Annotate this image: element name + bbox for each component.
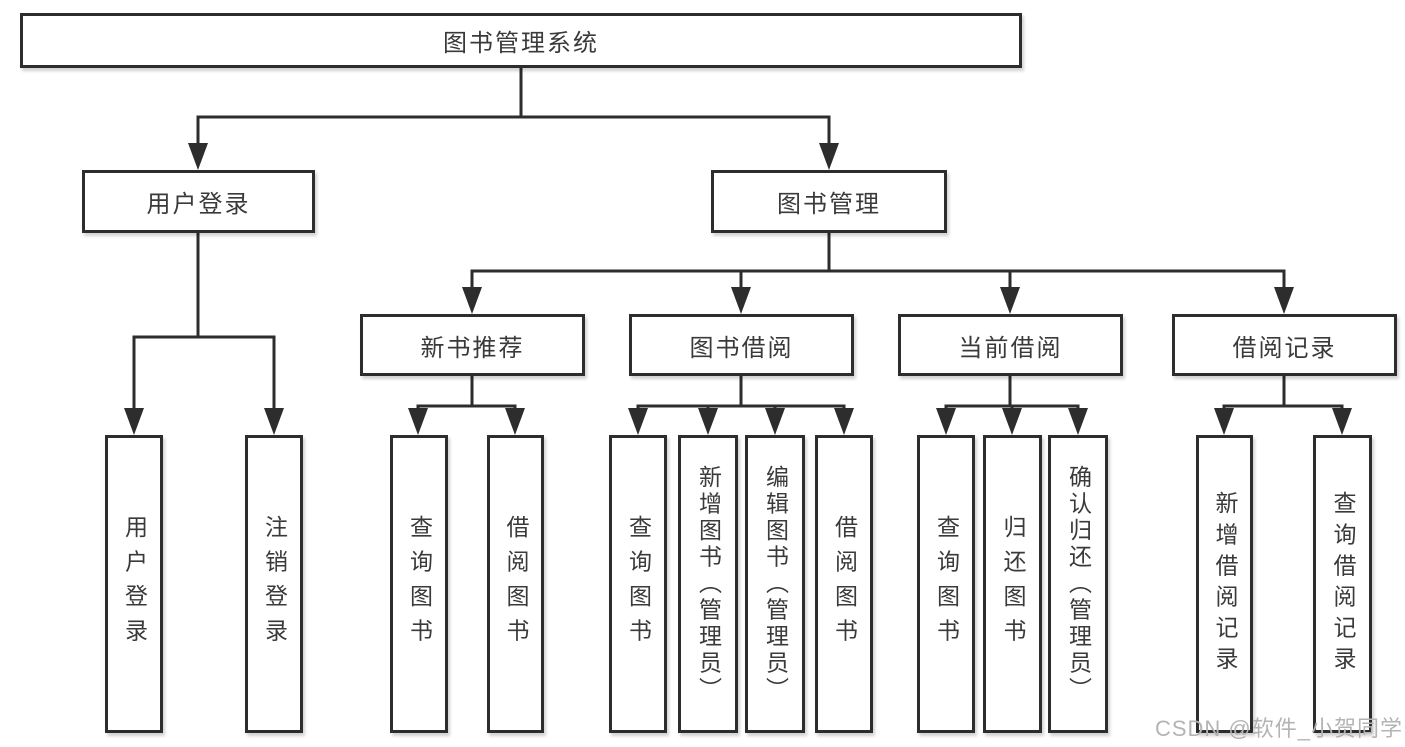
leaf-confirm-return-admin: 确认归还（管理员） <box>1048 435 1108 733</box>
leaf-logout: 注销登录 <box>245 435 303 733</box>
leaf-query-borrow-record: 查询借阅记录 <box>1313 435 1372 733</box>
leaf-query-books-borrowing: 查询图书 <box>609 435 667 733</box>
leaf-borrow-books-recommend: 借阅图书 <box>487 435 544 733</box>
node-book-management: 图书管理 <box>711 170 947 233</box>
node-book-borrowing: 图书借阅 <box>629 314 854 376</box>
leaf-return-books: 归还图书 <box>983 435 1042 733</box>
node-borrowing-records: 借阅记录 <box>1172 314 1397 376</box>
node-current-borrowing: 当前借阅 <box>898 314 1123 376</box>
leaf-add-books-admin: 新增图书（管理员） <box>678 435 738 733</box>
node-library-system-root: 图书管理系统 <box>20 13 1022 68</box>
leaf-user-login: 用户登录 <box>105 435 163 733</box>
leaf-edit-books-admin: 编辑图书（管理员） <box>745 435 805 733</box>
leaf-add-borrow-record: 新增借阅记录 <box>1196 435 1253 733</box>
leaf-borrow-books-borrowing: 借阅图书 <box>815 435 873 733</box>
leaf-query-books-current: 查询图书 <box>917 435 975 733</box>
csdn-watermark: CSDN @软件_小贺同学 <box>1154 716 1403 741</box>
leaf-query-books-recommend: 查询图书 <box>390 435 448 733</box>
node-new-book-recommendation: 新书推荐 <box>360 314 585 376</box>
node-user-login: 用户登录 <box>82 170 315 233</box>
